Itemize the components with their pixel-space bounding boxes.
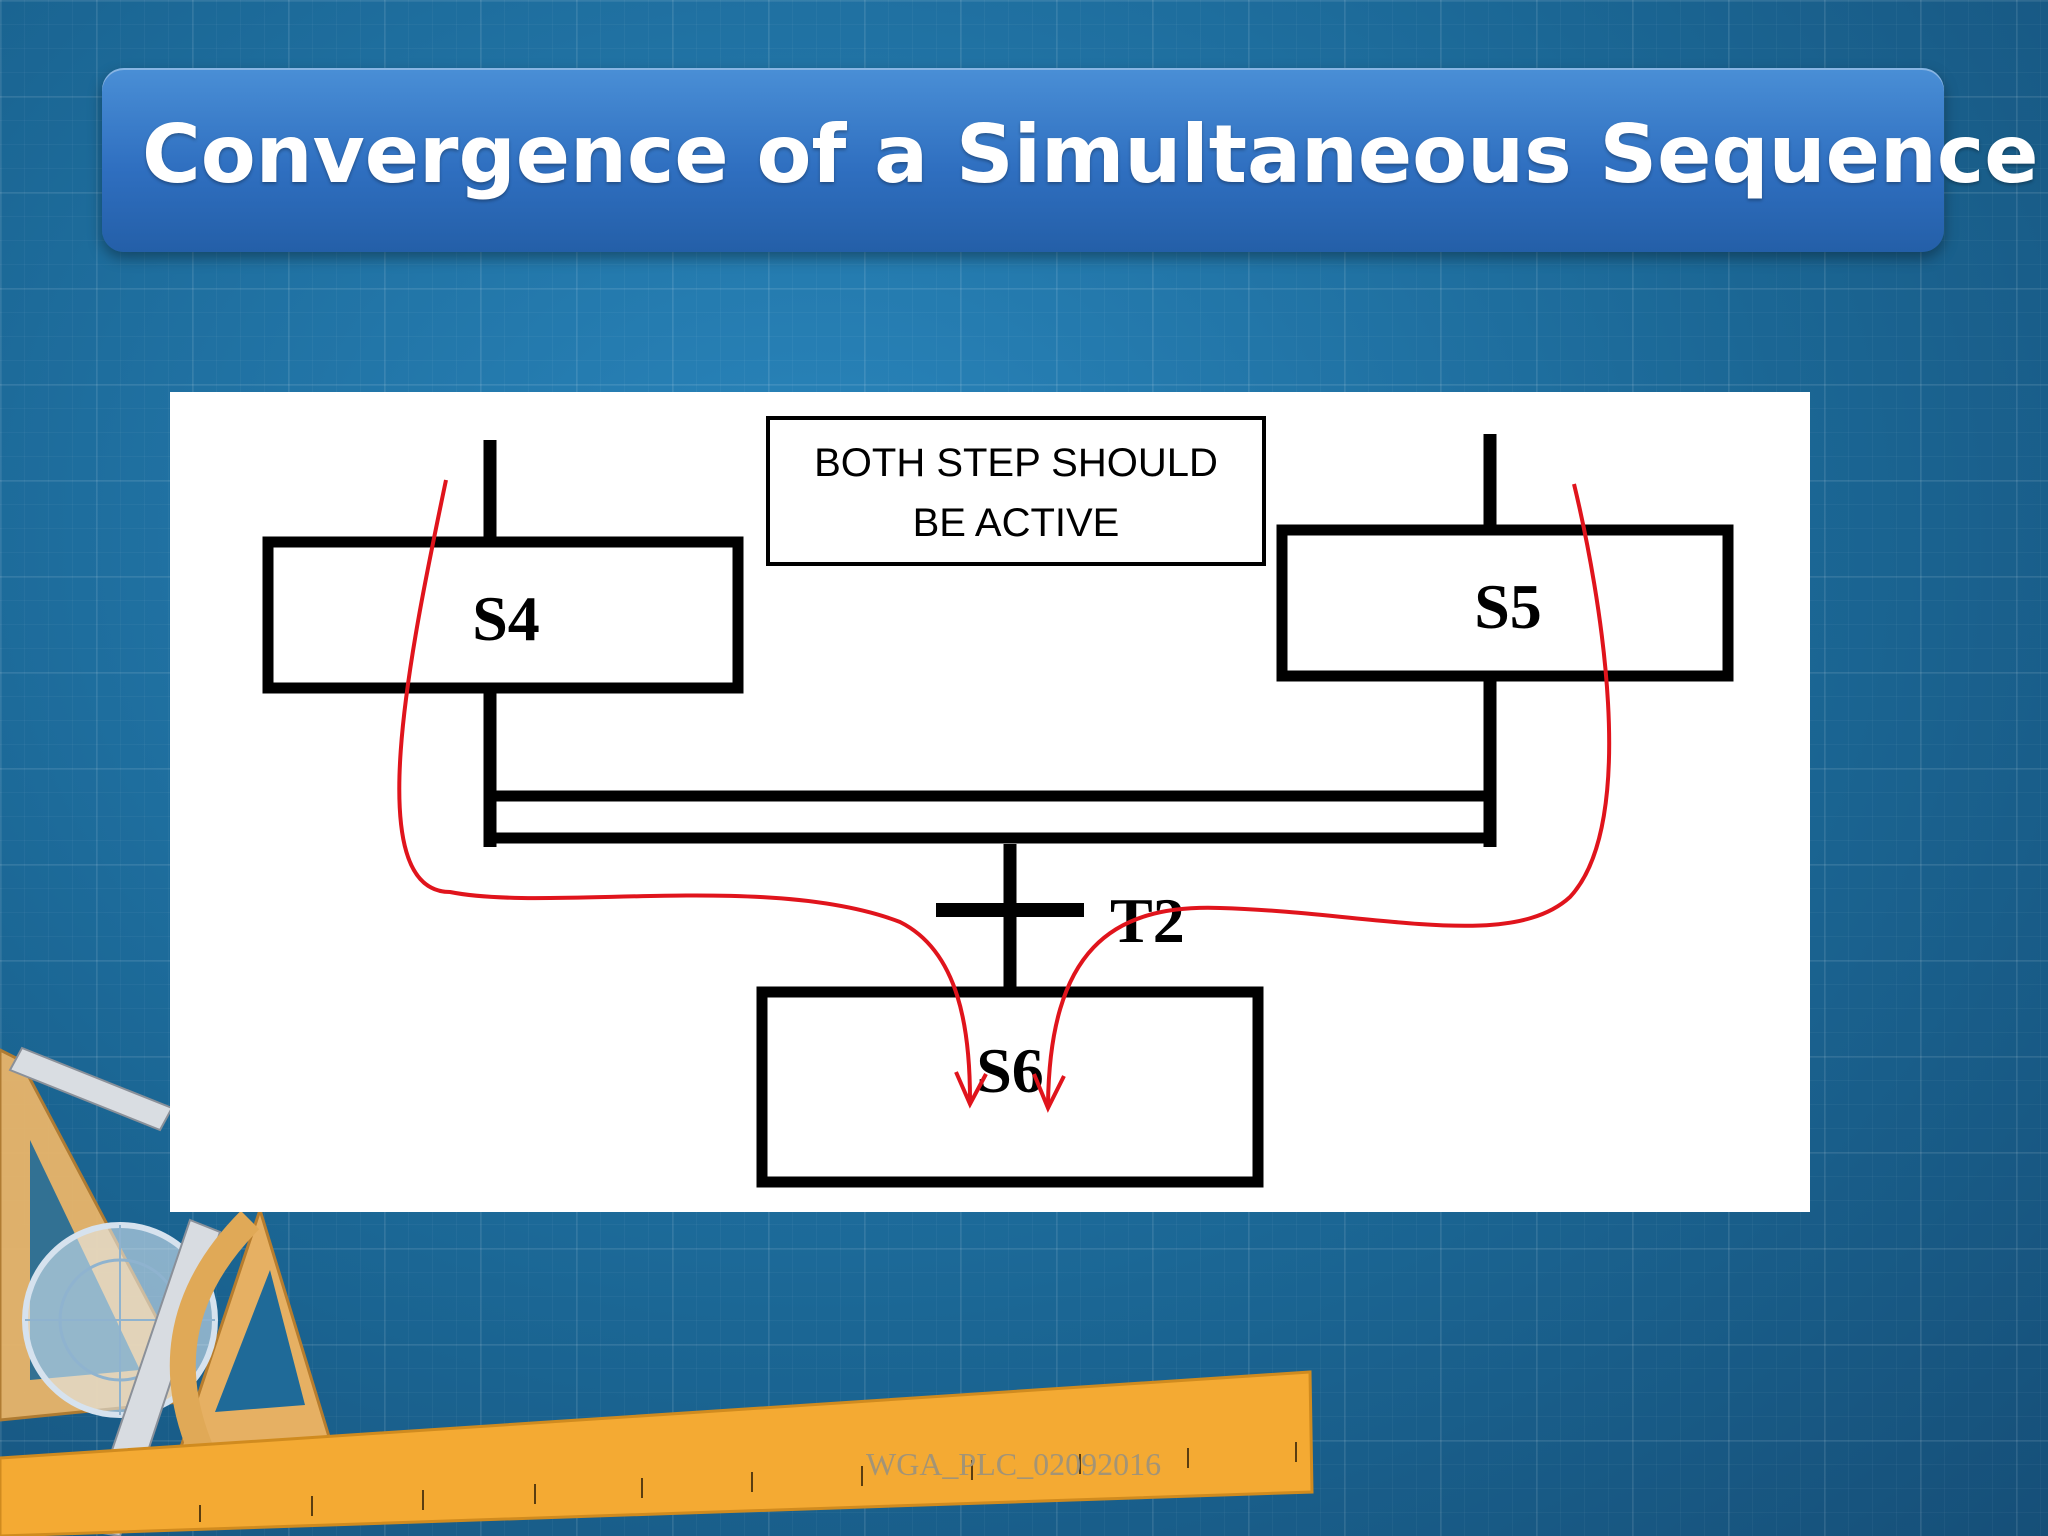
note-box xyxy=(766,416,1266,566)
step-s5-label: S5 xyxy=(1474,571,1542,642)
diagram-panel: BOTH STEP SHOULD BE ACTIVE S4 S5 T2 S6 xyxy=(170,392,1810,1212)
step-s6-box xyxy=(756,986,1264,1188)
flow-arrowhead-left xyxy=(954,1071,988,1109)
watermark-text: WGA_PLC_02092016 xyxy=(866,1446,1162,1482)
flow-arrowhead-right xyxy=(1032,1073,1066,1113)
note-line-2: BE ACTIVE xyxy=(913,501,1120,545)
sfc-diagram: BOTH STEP SHOULD BE ACTIVE S4 S5 T2 S6 xyxy=(262,416,1734,1188)
step-s4-label: S4 xyxy=(472,583,540,654)
title-bar: Convergence of a Simultaneous Sequence xyxy=(102,68,2039,252)
ruler-icon xyxy=(0,1370,1314,1536)
steel-ruler-icon xyxy=(8,1046,174,1132)
step-s6-label: S6 xyxy=(976,1035,1044,1106)
flow-arrow-left xyxy=(397,479,972,1101)
step-s4-box xyxy=(262,536,744,694)
step-s5-box xyxy=(1276,524,1734,682)
transition-t2-label: T2 xyxy=(1110,885,1185,956)
note-line-1: BOTH STEP SHOULD xyxy=(814,441,1218,485)
flow-arrow-right xyxy=(1046,483,1612,1105)
slide-title: Convergence of a Simultaneous Sequence xyxy=(142,108,2039,201)
